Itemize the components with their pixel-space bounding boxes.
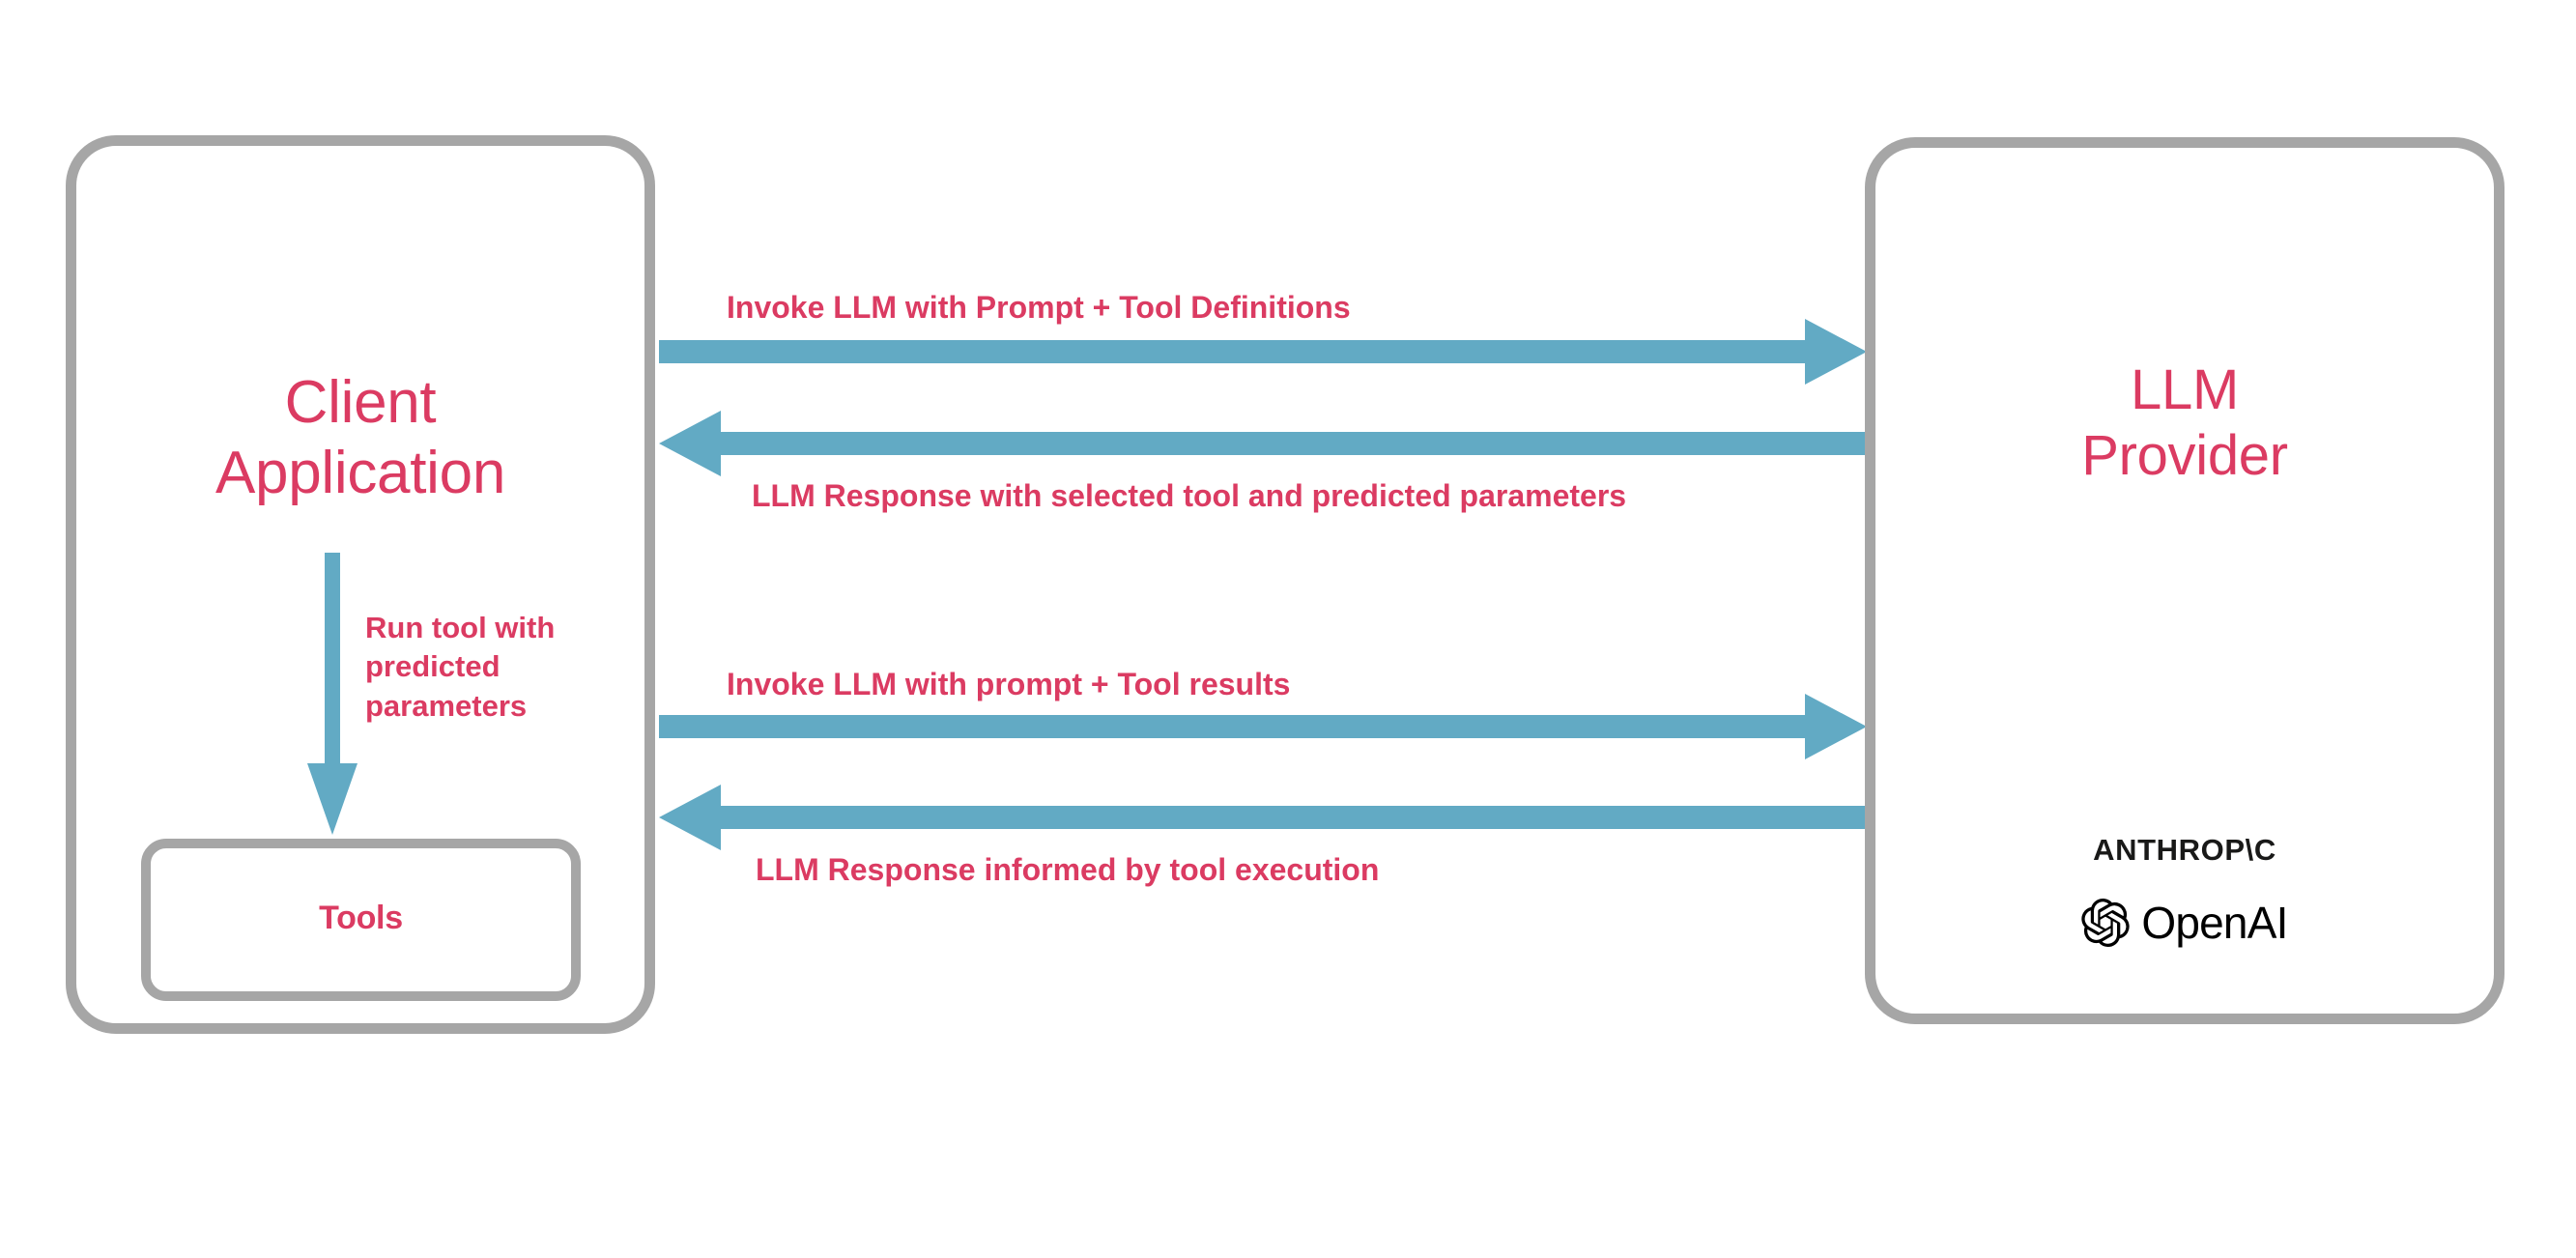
invoke-llm-tool-results-arrow	[659, 694, 1867, 759]
anthropic-logo: ANTHROP\C	[2093, 833, 2276, 867]
llm-response-selected-tool-arrow	[659, 411, 1867, 476]
tools-node	[141, 839, 581, 1001]
invoke-llm-tool-results-label: Invoke LLM with prompt + Tool results	[727, 667, 1291, 701]
invoke-llm-prompt-tools-arrow	[659, 319, 1867, 385]
invoke-llm-prompt-tools-label: Invoke LLM with Prompt + Tool Definition…	[727, 290, 1351, 325]
run-tool-arrow-label: Run tool with predicted parameters	[365, 611, 556, 723]
llm-response-tool-execution-label: LLM Response informed by tool execution	[756, 852, 1380, 887]
llm-response-selected-tool-label: LLM Response with selected tool and pred…	[752, 478, 1627, 513]
llm-response-tool-execution-arrow	[659, 785, 1867, 850]
llm-provider-label: LLM Provider	[2081, 358, 2288, 488]
openai-wordmark: OpenAI	[2141, 898, 2288, 948]
openai-mark-icon	[2081, 899, 2130, 947]
openai-logo: OpenAI	[1865, 897, 2504, 949]
run-tool-arrow	[307, 553, 358, 835]
tools-label: Tools	[319, 900, 403, 936]
llm-provider-node	[1865, 137, 2504, 1024]
client-application-label: Client Application	[215, 369, 505, 507]
